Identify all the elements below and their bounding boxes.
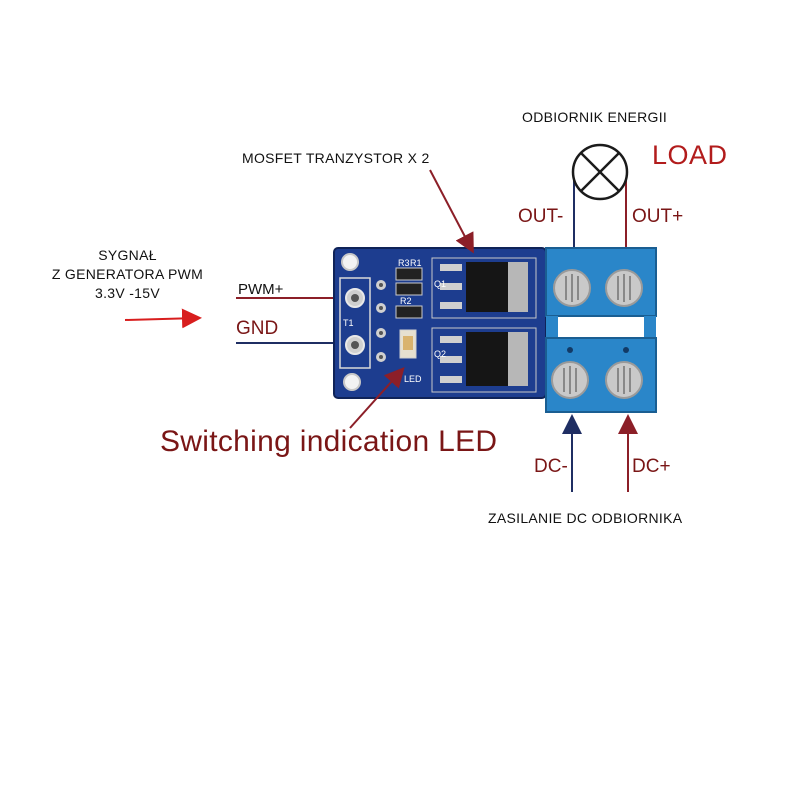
dc-supply-label: ZASILANIE DC ODBIORNIKA	[488, 510, 683, 526]
silk-q2: Q2	[434, 349, 446, 359]
resistor-r2	[395, 305, 423, 319]
supply-terminal-block	[545, 337, 657, 413]
silk-r2: R2	[400, 296, 412, 306]
mounting-hole	[341, 253, 359, 271]
mounting-hole	[343, 373, 361, 391]
led-pointer-arrow	[349, 367, 405, 429]
led-label: Switching indication LED	[160, 425, 498, 458]
input-signal-line-3: 3.3V -15V	[95, 285, 160, 301]
silk-led: LED	[404, 374, 422, 384]
out-plus-label: OUT+	[632, 206, 684, 227]
mosfet-q2	[431, 327, 537, 393]
dc-minus-label: DC-	[534, 456, 568, 477]
gnd-label: GND	[236, 318, 279, 339]
output-terminal-block	[545, 247, 657, 338]
receiver-label: ODBIORNIK ENERGII	[522, 109, 668, 125]
resistor-r1	[395, 282, 423, 296]
silk-t1: T1	[343, 318, 354, 328]
mosfet-label: MOSFET TRANZYSTOR X 2	[242, 150, 430, 166]
silk-r1: R1	[410, 258, 422, 268]
pcb-silkscreen: R3 R1 R2 Q1 Q2 T1 LED	[343, 258, 446, 384]
input-signal-line-2: Z GENERATORA PWM	[51, 266, 204, 282]
input-signal-arrow	[124, 308, 202, 329]
pcb-board	[333, 247, 547, 399]
silk-r3: R3	[398, 258, 410, 268]
input-signal-label: SYGNAŁ Z GENERATORA PWM 3.3V -15V	[40, 246, 215, 303]
input-signal-line-1: SYGNAŁ	[98, 247, 157, 263]
load-label: LOAD	[652, 140, 728, 170]
pwm-plus-label: PWM+	[238, 281, 284, 298]
dc-plus-label: DC+	[632, 456, 671, 477]
mosfet-q1	[431, 257, 537, 319]
load-lamp-icon	[571, 143, 629, 201]
mosfet-pointer-arrow	[429, 169, 474, 254]
out-minus-label: OUT-	[518, 206, 564, 227]
silk-q1: Q1	[434, 279, 446, 289]
resistor-r3	[395, 267, 423, 281]
